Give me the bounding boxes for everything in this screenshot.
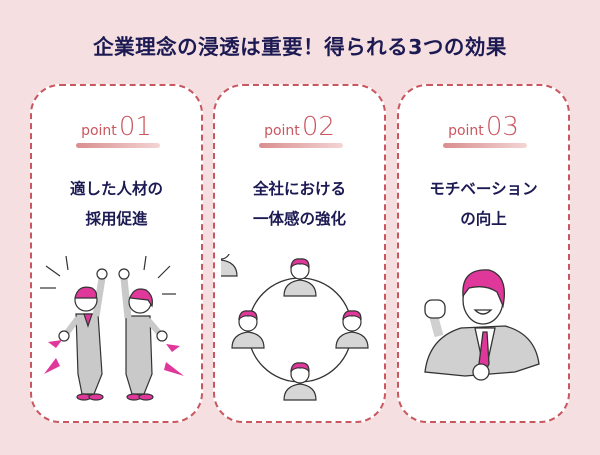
point-word: point	[448, 123, 484, 139]
point-card-01: point01 適した人材の 採用促進	[30, 84, 203, 423]
point-number: 01	[118, 112, 152, 142]
point-word: point	[264, 123, 300, 139]
card-heading: モチベーション の向上	[399, 174, 568, 234]
point-label: point01	[32, 112, 201, 142]
two-cheering-employees-illustration	[40, 255, 184, 401]
heading-line-1: 全社における	[252, 180, 346, 198]
heading-line-1: 適した人材の	[69, 180, 163, 198]
team-circle-illustration	[221, 254, 369, 401]
card-heading: 全社における 一体感の強化	[215, 174, 384, 234]
heading-line-2: 採用促進	[85, 210, 148, 228]
card-heading: 適した人材の 採用促進	[32, 174, 201, 234]
point-card-03: point03 モチベーション の向上	[397, 84, 570, 423]
point-label: point03	[399, 112, 568, 142]
point-number: 02	[301, 112, 335, 142]
page-title: 企業理念の浸透は重要！得られる3つの効果	[93, 35, 507, 59]
point-word: point	[81, 123, 117, 139]
point-number: 03	[485, 112, 519, 142]
motivated-businessman-illustration	[424, 269, 540, 381]
point-card-02: point02 全社における 一体感の強化	[213, 84, 386, 423]
brush-underline	[443, 143, 527, 148]
brush-underline	[259, 143, 343, 148]
brush-underline	[76, 143, 160, 148]
heading-line-1: モチベーション	[429, 180, 538, 198]
heading-line-2: の向上	[460, 210, 507, 228]
heading-line-2: 一体感の強化	[252, 210, 346, 228]
point-label: point02	[215, 112, 384, 142]
